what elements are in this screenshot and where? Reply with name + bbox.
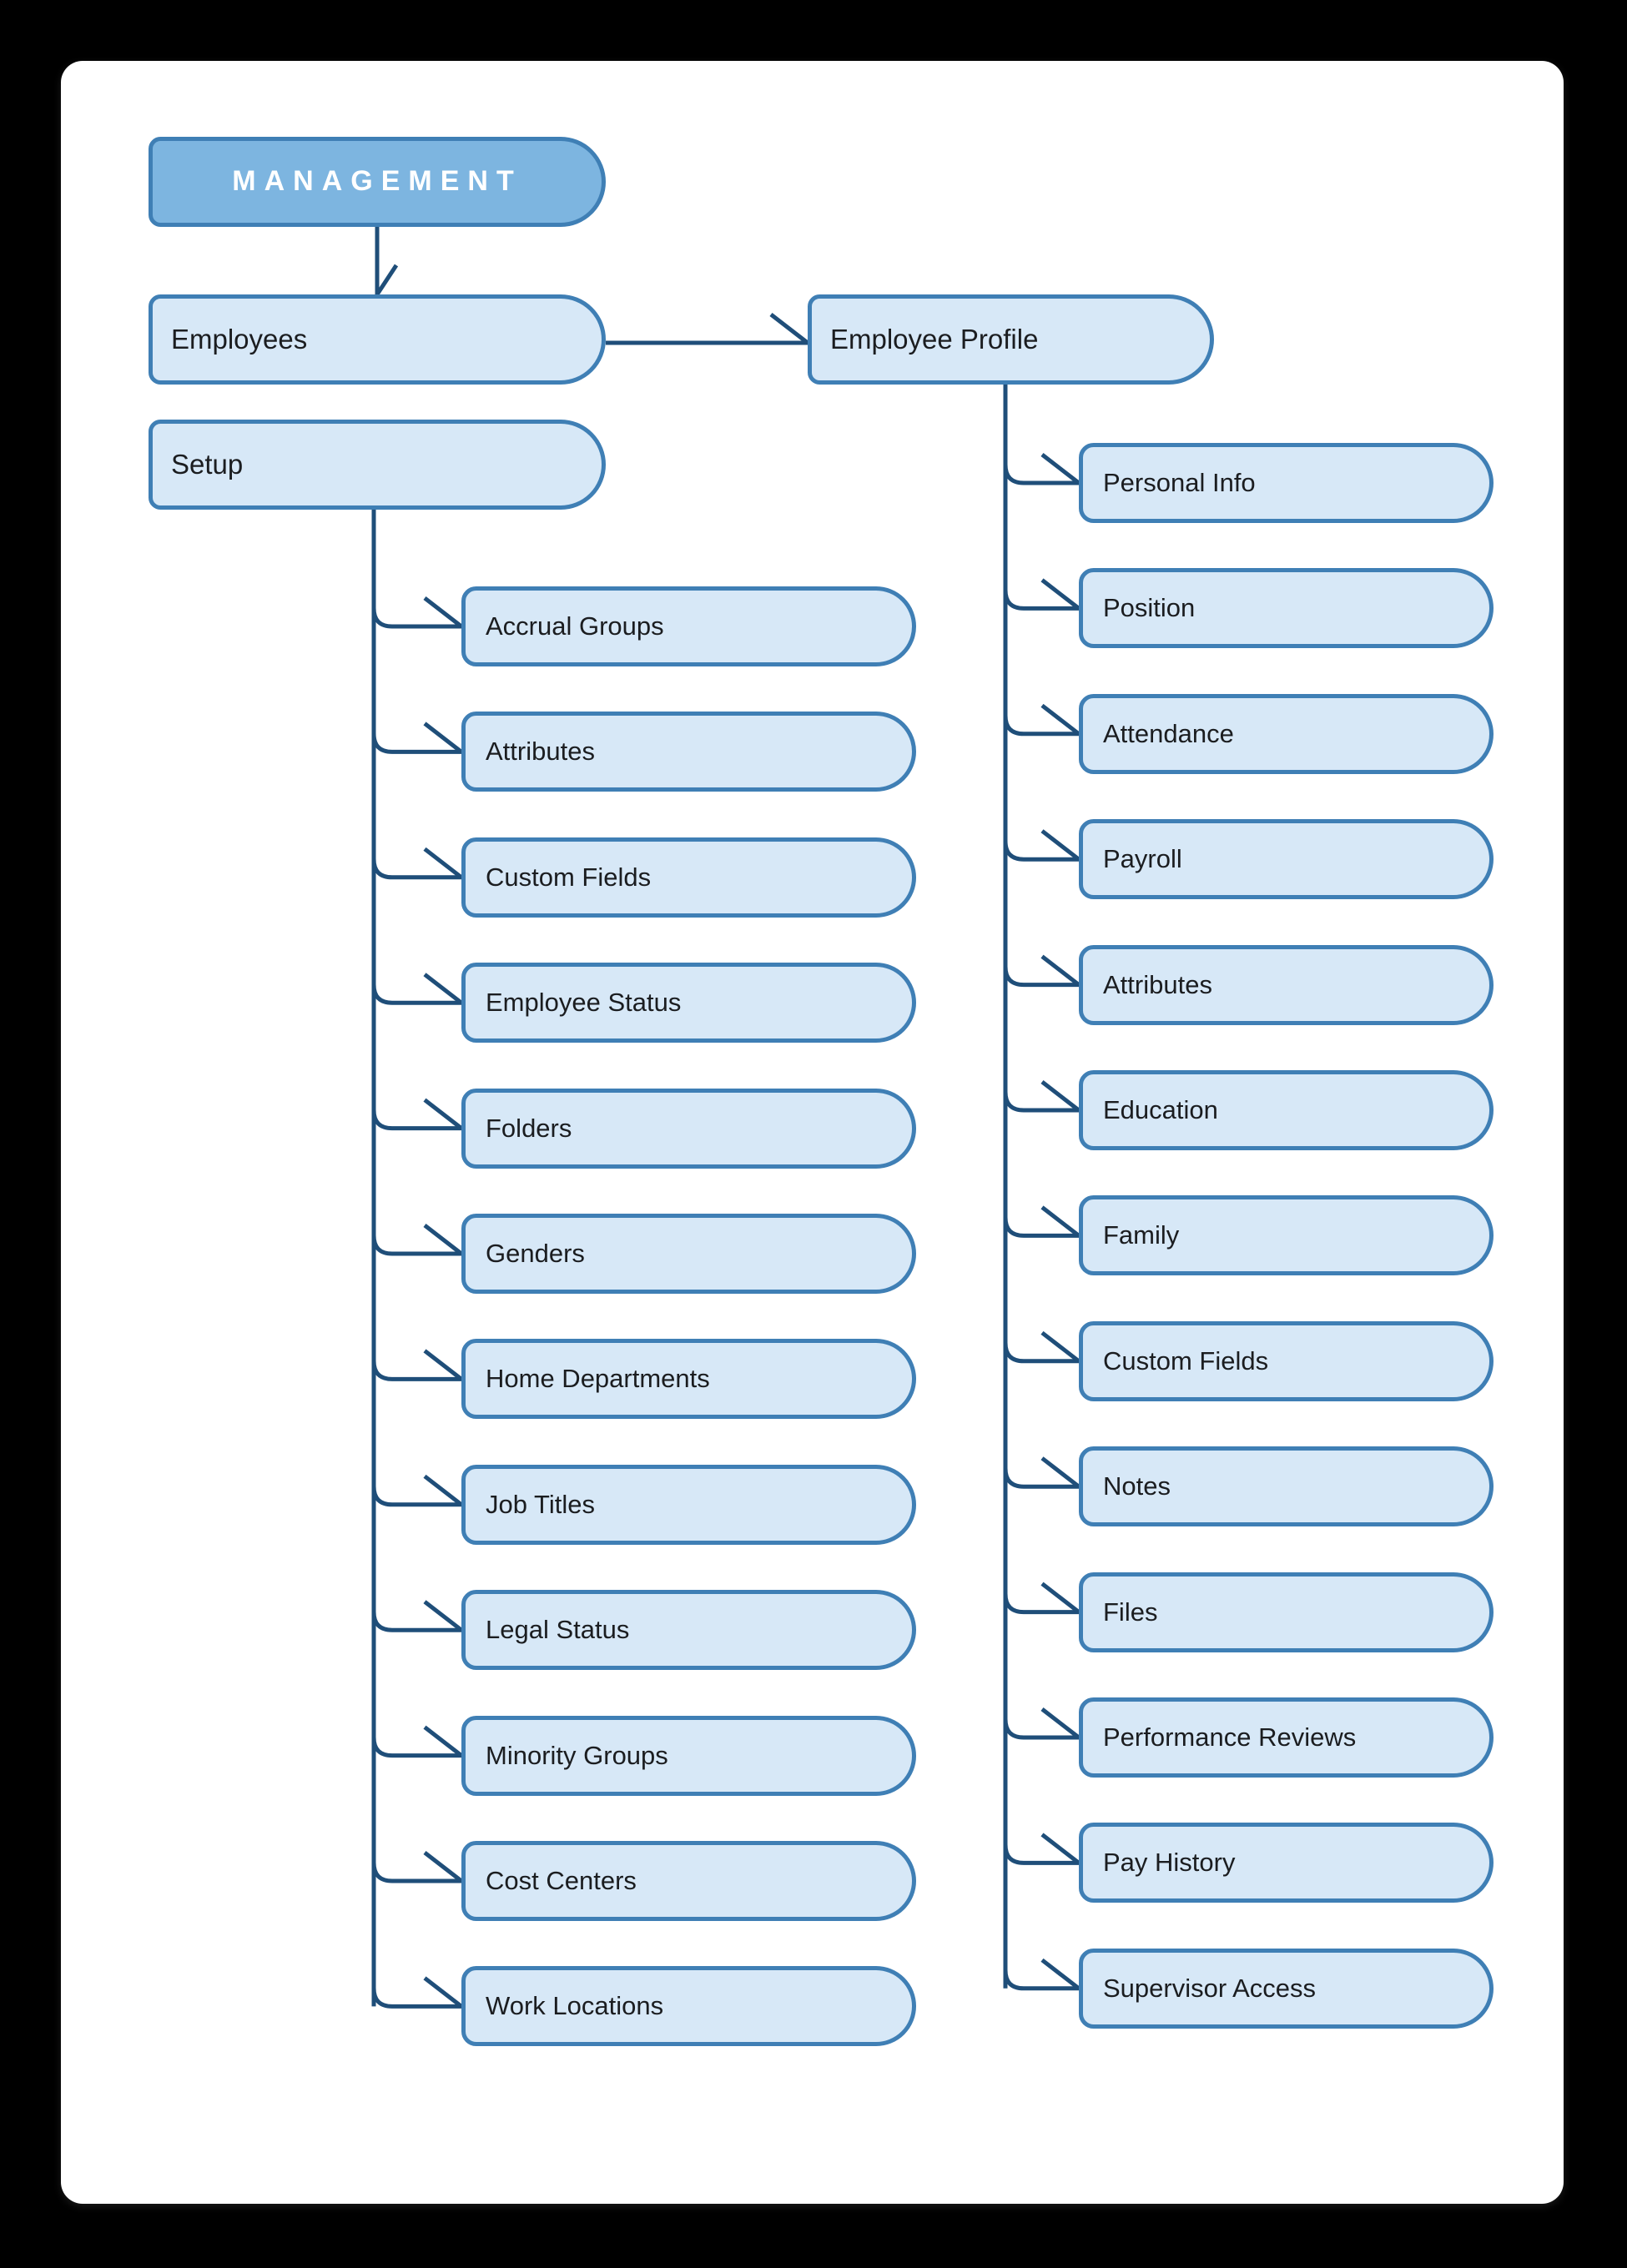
node-label: Employee Status	[486, 988, 682, 1018]
node-profile-child-personal-info[interactable]: Personal Info	[1079, 443, 1494, 523]
node-profile-child-attendance[interactable]: Attendance	[1079, 693, 1494, 774]
node-label: Custom Fields	[486, 862, 652, 892]
node-label: Notes	[1103, 1471, 1171, 1501]
node-label: Cost Centers	[486, 1865, 637, 1895]
node-label: Legal Status	[486, 1615, 630, 1645]
node-label: Position	[1103, 593, 1196, 623]
node-label: Personal Info	[1103, 467, 1256, 497]
root-node-management[interactable]: MANAGEMENT	[149, 137, 606, 227]
node-setup-child-custom-fields[interactable]: Custom Fields	[461, 837, 916, 918]
node-setup-child-home-departments[interactable]: Home Departments	[461, 1339, 916, 1420]
node-label: Attributes	[1103, 969, 1212, 999]
node-setup-child-attributes[interactable]: Attributes	[461, 712, 916, 792]
node-label: Job Titles	[486, 1489, 595, 1519]
node-label: Work Locations	[486, 1991, 664, 2021]
node-profile-child-attributes[interactable]: Attributes	[1079, 944, 1494, 1025]
node-setup[interactable]: Setup	[149, 420, 606, 510]
node-label: Custom Fields	[1103, 1345, 1269, 1375]
node-label: Genders	[486, 1238, 585, 1268]
node-profile-child-education[interactable]: Education	[1079, 1070, 1494, 1150]
node-profile-child-files[interactable]: Files	[1079, 1572, 1494, 1652]
node-profile-child-payroll[interactable]: Payroll	[1079, 819, 1494, 900]
node-profile-child-custom-fields[interactable]: Custom Fields	[1079, 1320, 1494, 1401]
node-label: Family	[1103, 1220, 1180, 1250]
node-label: Education	[1103, 1094, 1218, 1124]
node-employee-profile-label: Employee Profile	[830, 323, 1039, 355]
node-label: Minority Groups	[486, 1740, 668, 1770]
node-label: Performance Reviews	[1103, 1722, 1357, 1752]
node-label: Folders	[486, 1113, 572, 1143]
node-profile-child-family[interactable]: Family	[1079, 1195, 1494, 1276]
node-employees-label: Employees	[171, 323, 308, 355]
node-label: Payroll	[1103, 844, 1182, 874]
node-profile-child-position[interactable]: Position	[1079, 568, 1494, 649]
node-setup-child-minority-groups[interactable]: Minority Groups	[461, 1715, 916, 1796]
node-setup-child-work-locations[interactable]: Work Locations	[461, 1966, 916, 2047]
node-label: Accrual Groups	[486, 611, 664, 641]
node-setup-child-genders[interactable]: Genders	[461, 1214, 916, 1294]
node-setup-child-employee-status[interactable]: Employee Status	[461, 963, 916, 1043]
node-setup-child-accrual-groups[interactable]: Accrual Groups	[461, 586, 916, 666]
node-label: Files	[1103, 1597, 1158, 1627]
node-setup-child-legal-status[interactable]: Legal Status	[461, 1590, 916, 1671]
node-profile-child-performance-reviews[interactable]: Performance Reviews	[1079, 1697, 1494, 1778]
node-label: Supervisor Access	[1103, 1973, 1316, 2003]
node-profile-child-pay-history[interactable]: Pay History	[1079, 1823, 1494, 1903]
node-setup-child-folders[interactable]: Folders	[461, 1088, 916, 1169]
root-node-label: MANAGEMENT	[232, 165, 522, 198]
node-label: Pay History	[1103, 1848, 1236, 1878]
node-employees[interactable]: Employees	[149, 294, 606, 385]
node-setup-label: Setup	[171, 448, 244, 480]
node-setup-child-cost-centers[interactable]: Cost Centers	[461, 1841, 916, 1921]
node-employee-profile[interactable]: Employee Profile	[808, 294, 1214, 385]
node-label: Attributes	[486, 737, 595, 767]
node-label: Home Departments	[486, 1364, 710, 1394]
node-label: Attendance	[1103, 718, 1234, 748]
node-profile-child-supervisor-access[interactable]: Supervisor Access	[1079, 1948, 1494, 2029]
node-profile-child-notes[interactable]: Notes	[1079, 1446, 1494, 1527]
node-setup-child-job-titles[interactable]: Job Titles	[461, 1464, 916, 1545]
